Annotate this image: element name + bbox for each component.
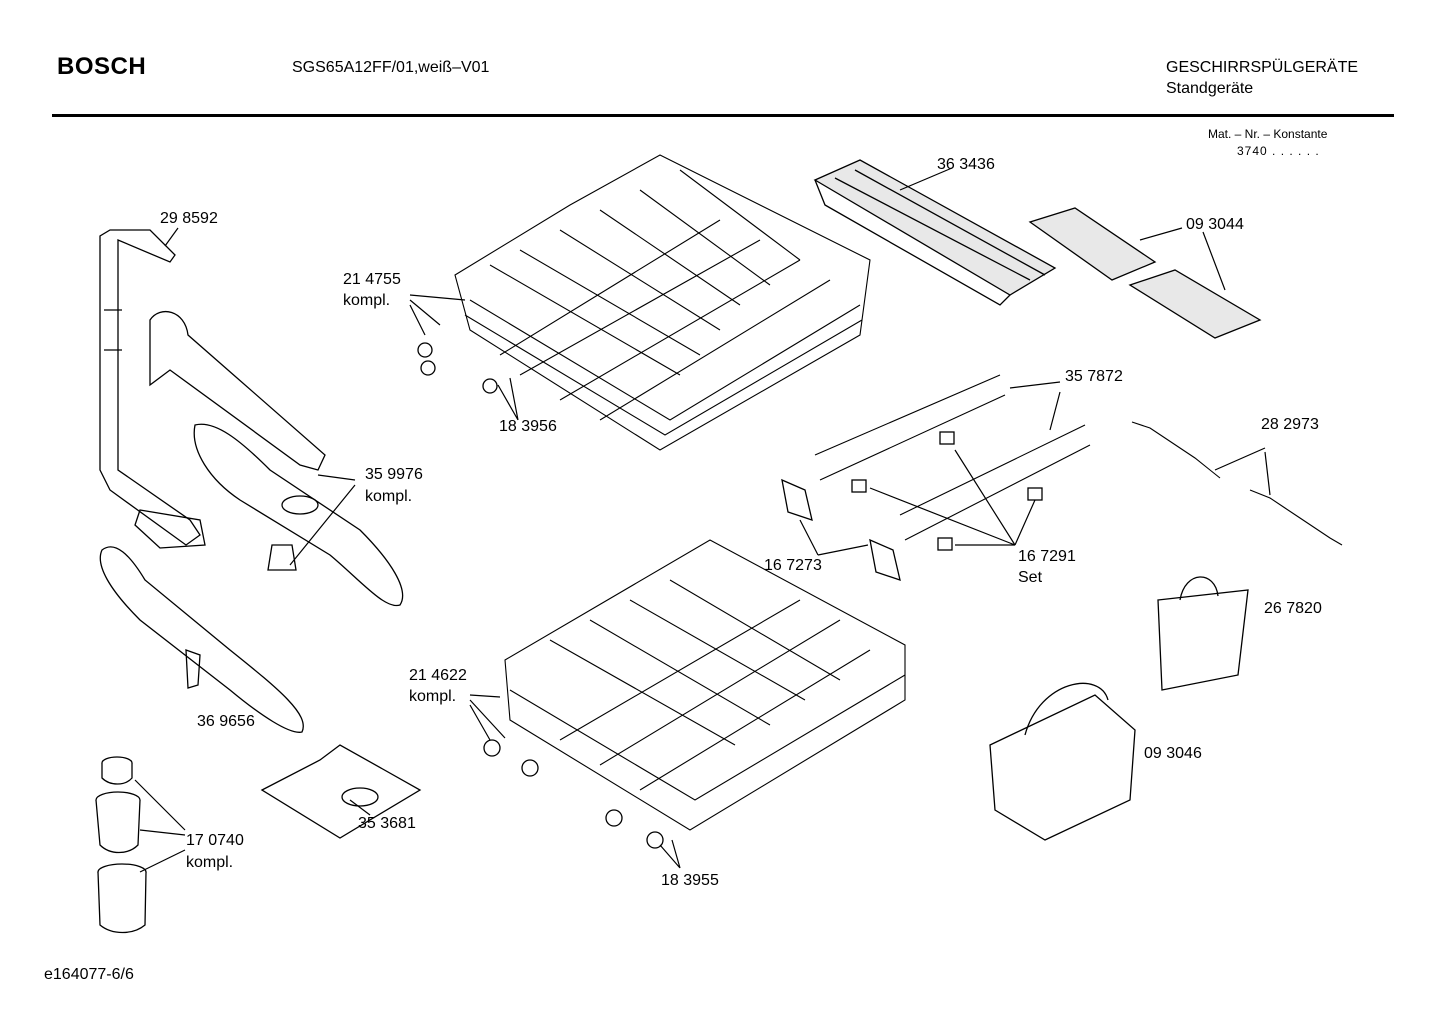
part-label-363436: 36 3436 xyxy=(937,156,995,173)
part-label-282973: 28 2973 xyxy=(1261,416,1319,433)
rack-clips xyxy=(781,431,1043,581)
spray-supply-tube xyxy=(99,229,206,549)
part-label-214622: 21 4622 xyxy=(409,667,467,684)
part-label-170740: 17 0740 xyxy=(186,832,244,849)
category-title: GESCHIRRSPÜLGERÄTE xyxy=(1166,59,1359,76)
part-label-267820: 26 7820 xyxy=(1264,600,1322,617)
upper-basket xyxy=(417,154,871,451)
flat-sieve xyxy=(260,744,422,839)
part-label-353681: 35 3681 xyxy=(358,815,416,832)
header-divider xyxy=(52,114,1394,117)
tine-rows xyxy=(814,374,1091,541)
upper-spray-arm xyxy=(149,311,404,607)
part-note-359976: kompl. xyxy=(365,488,413,505)
part-label-214755: 21 4755 xyxy=(343,271,401,288)
part-label-093046: 09 3046 xyxy=(1144,745,1202,762)
leader-lines xyxy=(134,167,1271,873)
part-label-359976: 35 9976 xyxy=(365,466,423,483)
document-id: e164077-6/6 xyxy=(44,966,134,983)
lower-spray-arm xyxy=(99,546,304,733)
category-subtitle: Standgeräte xyxy=(1166,80,1254,97)
material-number-label: Mat. – Nr. – Konstante xyxy=(1208,127,1328,141)
step-racks xyxy=(1131,421,1343,546)
part-label-357872: 35 7872 xyxy=(1065,368,1123,385)
part-label-183955: 18 3955 xyxy=(661,872,719,889)
part-note-167291: Set xyxy=(1018,569,1043,586)
brand-logo: BOSCH xyxy=(57,53,147,80)
cup-holders xyxy=(1028,207,1262,339)
part-label-298592: 29 8592 xyxy=(160,210,218,227)
part-label-183956: 18 3956 xyxy=(499,418,557,435)
cutlery-tray xyxy=(813,159,1057,306)
large-cutlery-basket xyxy=(989,682,1136,841)
part-note-214755: kompl. xyxy=(343,292,391,309)
small-cutlery-basket xyxy=(1157,576,1249,691)
part-label-093044: 09 3044 xyxy=(1186,216,1244,233)
part-label-369656: 36 9656 xyxy=(197,713,255,730)
part-note-214622: kompl. xyxy=(409,688,457,705)
filter-set xyxy=(95,756,147,934)
lower-basket xyxy=(483,539,906,849)
material-number-code: 3740 . . . . . . xyxy=(1237,144,1320,158)
part-note-170740: kompl. xyxy=(186,854,234,871)
model-number: SGS65A12FF/01,weiß–V01 xyxy=(292,59,490,76)
part-label-167291: 16 7291 xyxy=(1018,548,1076,565)
part-label-167273: 16 7273 xyxy=(764,557,822,574)
